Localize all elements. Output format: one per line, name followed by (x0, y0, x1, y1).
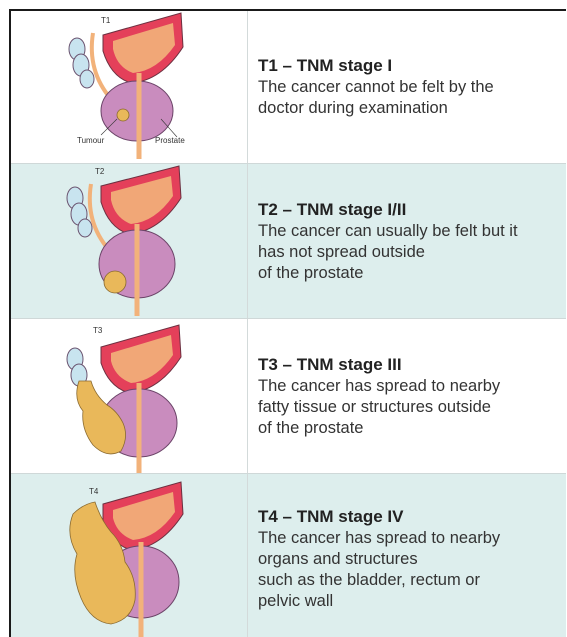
stage-text-t3: T3 – TNM stage III The cancer has spread… (248, 319, 566, 474)
stage-tag: T1 (101, 16, 111, 25)
stage-text-t4: T4 – TNM stage IV The cancer has spread … (248, 474, 566, 637)
stage-description-line: The cancer cannot be felt by the (258, 77, 566, 98)
stage-row-t3: T3 T3 – TNM stage III The cancer has spr… (11, 318, 566, 474)
stage-tag: T4 (89, 487, 99, 496)
stage-title: T3 – TNM stage III (258, 354, 566, 376)
stage-tag: T2 (95, 167, 105, 176)
stage-text-t1: T1 – TNM stage I The cancer cannot be fe… (248, 11, 566, 163)
stages-table: T1 Tumour Prostate T1 – TNM stage I The … (9, 9, 566, 637)
seminal-vesicle (67, 348, 87, 386)
stage-description-line: organs and structures (258, 549, 566, 570)
stage-illustration-t4: T4 (11, 474, 248, 637)
stage-description-line: of the prostate (258, 418, 566, 439)
stage-illustration-t3: T3 (11, 319, 248, 474)
tumour (104, 271, 126, 293)
stage-description-line: The cancer can usually be felt but it (258, 221, 566, 242)
prostate-diagram-t4: T4 (11, 474, 247, 637)
tumour-label: Tumour (77, 136, 105, 145)
prostate-diagram-t3: T3 (11, 319, 247, 474)
stage-description-line: has not spread outside (258, 242, 566, 263)
stage-description-line: pelvic wall (258, 591, 566, 612)
stage-title: T4 – TNM stage IV (258, 506, 566, 528)
stage-illustration-t2: T2 (11, 164, 248, 319)
stage-text-t2: T2 – TNM stage I/II The cancer can usual… (248, 164, 566, 319)
stage-description-line: The cancer has spread to nearby (258, 376, 566, 397)
tumour (77, 381, 126, 454)
stage-description-line: such as the bladder, rectum or (258, 570, 566, 591)
stage-illustration-t1: T1 Tumour Prostate (11, 11, 248, 163)
stage-tag: T3 (93, 326, 103, 335)
stage-row-t4: T4 T4 – TNM stage IV The cancer has spre… (11, 473, 566, 637)
stage-row-t2: T2 T2 – TNM stage I/II The cancer can us… (11, 163, 566, 319)
stage-description-line: doctor during examination (258, 98, 566, 119)
stage-description-line: The cancer has spread to nearby (258, 528, 566, 549)
stage-row-t1: T1 Tumour Prostate T1 – TNM stage I The … (11, 11, 566, 163)
tumour (117, 109, 129, 121)
prostate-diagram-t1: T1 Tumour Prostate (11, 11, 247, 163)
stage-title: T1 – TNM stage I (258, 55, 566, 77)
stage-title: T2 – TNM stage I/II (258, 199, 566, 221)
prostate-diagram-t2: T2 (11, 164, 247, 319)
stage-description-line: of the prostate (258, 263, 566, 284)
prostate-label: Prostate (155, 136, 185, 145)
stage-description-line: fatty tissue or structures outside (258, 397, 566, 418)
